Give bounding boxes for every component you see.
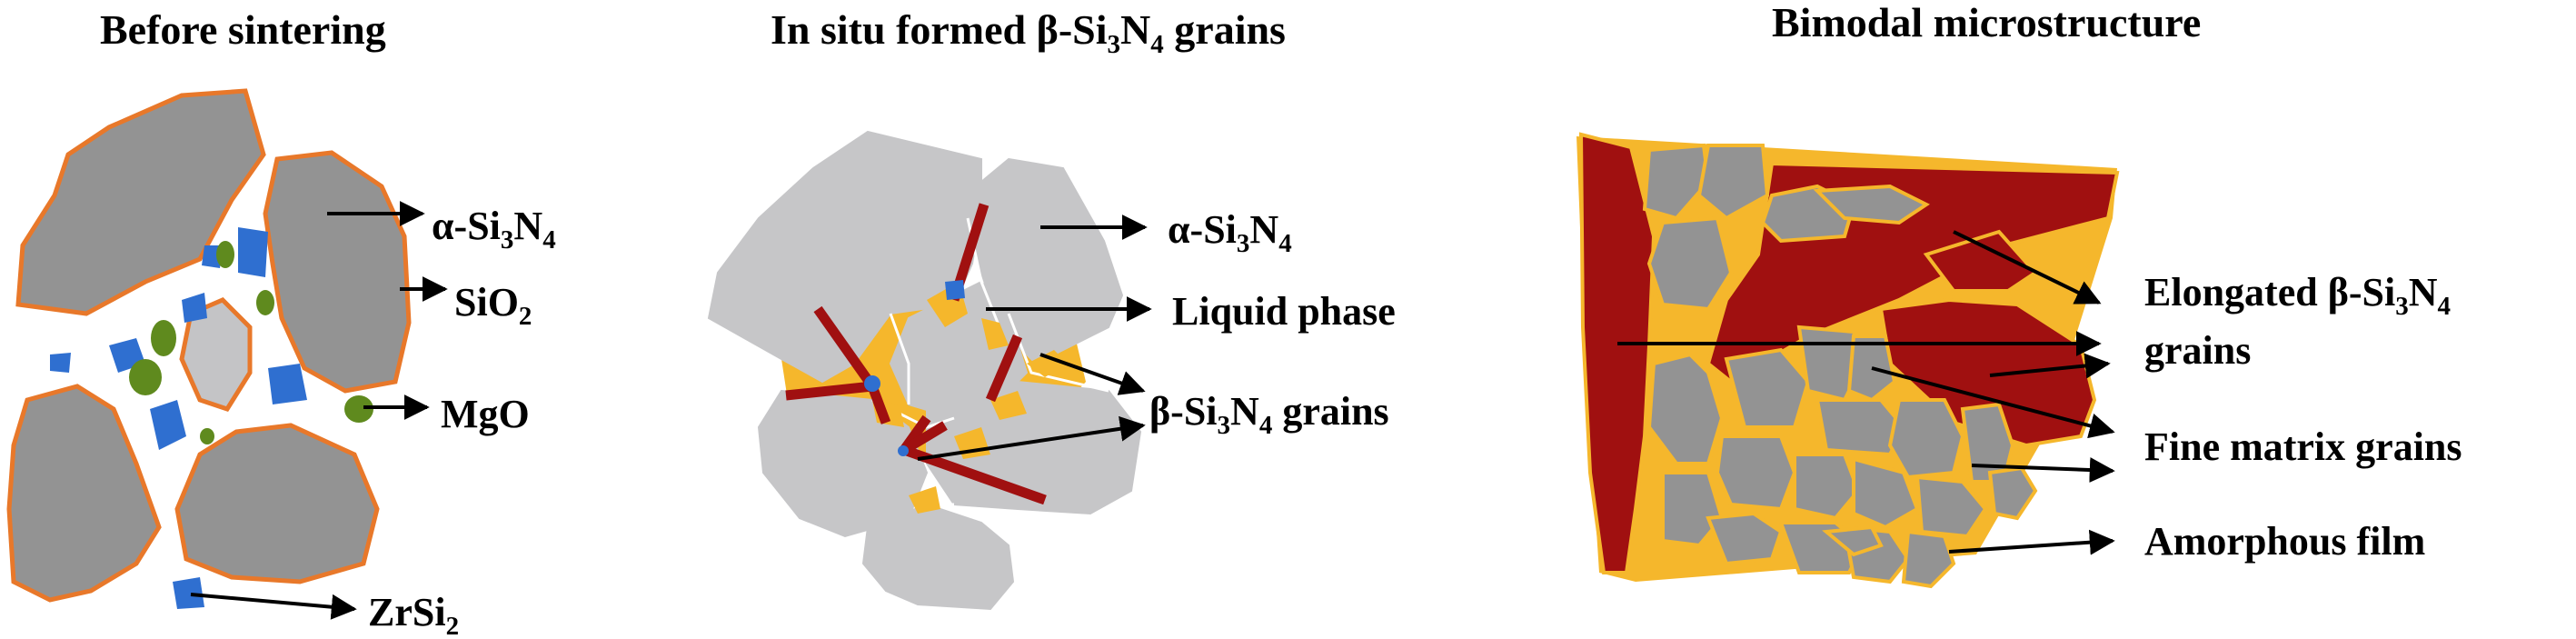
label-elongated-line1: Elongated β-Si3N4 (2144, 270, 2451, 321)
beta-panel-grains (707, 130, 1142, 611)
panel2-arrows (917, 215, 1152, 461)
beta-seeds (864, 280, 965, 456)
label-beta-grains: β-Si3N4 grains (1149, 389, 1389, 440)
alpha-si3n4-grains (6, 88, 412, 603)
label-fine-matrix-grains: Fine matrix grains (2144, 424, 2462, 469)
label-alpha-si3n4-p2: α-Si3N4 (1168, 207, 1292, 258)
mgo-particles (129, 241, 373, 444)
panel-before-sintering: Before sintering (6, 6, 556, 639)
label-amorphous-film: Amorphous film (2144, 519, 2425, 564)
panel2-title: In situ formed β-Si3N4 grains (771, 6, 1286, 59)
panel3-arrows (1617, 230, 2115, 555)
label-sio2: SiO2 (454, 280, 532, 331)
panel3-title: Bimodal microstructure (1772, 0, 2201, 45)
label-alpha-si3n4-p1: α-Si3N4 (432, 204, 556, 255)
panel-bimodal: Bimodal microstructure (1576, 0, 2462, 589)
panel1-title: Before sintering (100, 6, 386, 53)
fine-matrix-grains (1642, 143, 2038, 589)
sio2-particles (50, 227, 307, 609)
panel1-arrows (190, 201, 448, 620)
alpha-si3n4-light-grain (179, 297, 253, 412)
label-liquid-phase: Liquid phase (1172, 289, 1396, 334)
panel-in-situ: In situ formed β-Si3N4 grains (707, 6, 1396, 611)
label-mgo: MgO (441, 392, 530, 436)
label-zrsi2: ZrSi2 (368, 590, 459, 639)
label-elongated-line2: grains (2144, 328, 2251, 373)
